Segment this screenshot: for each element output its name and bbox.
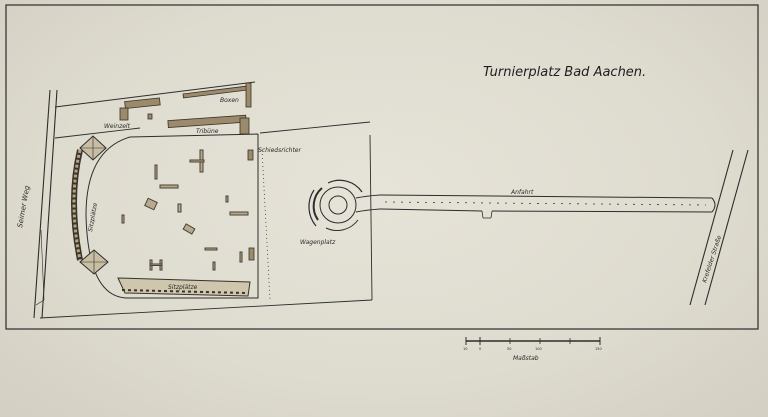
small-hut — [147, 113, 153, 120]
weinzelt-building-top — [124, 97, 161, 109]
scale-tick-label: 50 — [507, 347, 511, 351]
scale-bar: 10 0 50 100 150 — [463, 337, 602, 351]
roundabout — [308, 179, 363, 231]
northeast-boundary — [259, 121, 371, 134]
arena-obstacles — [121, 149, 249, 271]
north-boundary — [54, 81, 256, 108]
wagenplatz-dotted-edge — [261, 149, 271, 301]
wagenplatz-east-boundary — [369, 134, 373, 301]
krefelder-strasse-label: Krefelder Straße — [701, 234, 723, 283]
scale-tick-label: 150 — [595, 347, 602, 351]
seimer-weg-label: Seimer Weg — [16, 184, 31, 228]
anfahrt-road — [355, 194, 716, 219]
tribuene-end-building — [239, 117, 250, 135]
weinzelt-building-side — [119, 107, 129, 121]
weinzelt-label: Weinzelt — [104, 123, 131, 130]
map-title: Turnierplatz Bad Aachen. — [483, 65, 646, 80]
south-seating-stand — [117, 277, 251, 297]
scale-label: Maßstab — [513, 355, 539, 362]
wagenplatz-label: Wagenplatz — [300, 239, 336, 246]
east-gate-hut — [248, 247, 255, 261]
south-seating-label: Sitzplätze — [168, 284, 198, 291]
boxen-end-building — [245, 82, 252, 108]
west-seating-label: Sitzplätze — [87, 202, 99, 232]
west-seating-stand — [71, 149, 83, 261]
scale-tick-label: 100 — [535, 347, 542, 351]
anfahrt-label: Anfahrt — [510, 189, 534, 196]
south-pavilion — [79, 249, 109, 275]
scale-tick-label: 0 — [479, 347, 481, 351]
arena-outline — [85, 133, 259, 299]
sheet-border — [5, 4, 759, 330]
south-boundary — [39, 299, 373, 319]
north-pavilion — [79, 135, 107, 161]
tribuene-building — [167, 114, 247, 128]
inner-north-line — [54, 127, 141, 139]
schiedsrichter-hut — [247, 149, 254, 161]
krefelder-strasse-road — [689, 149, 749, 306]
tribuene-label: Tribüne — [196, 128, 219, 135]
boxen-label: Boxen — [220, 97, 239, 104]
schiedsrichter-label: Schiedsrichter — [258, 147, 301, 154]
scale-tick-label: 10 — [463, 347, 467, 351]
seimer-weg-road — [33, 89, 58, 319]
